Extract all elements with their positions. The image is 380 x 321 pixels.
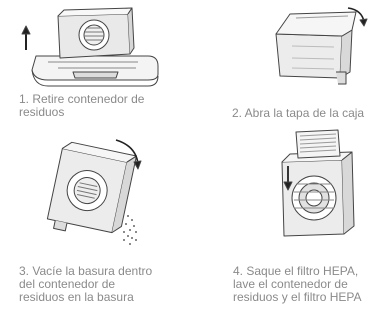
step-caption: 1. Retire contenedor de residuos [19, 92, 145, 119]
bin-open-lid-icon [260, 6, 370, 86]
step-caption: 2. Abra la tapa de la caja [232, 106, 365, 120]
step-caption: 4. Saque el filtro HEPA, lave el contene… [233, 264, 362, 304]
robot-dock-remove-bin-icon [18, 6, 168, 88]
step-caption: 3. Vacíe la basura dentro del contenedor… [19, 264, 153, 304]
hepa-filter-remove-icon [268, 126, 368, 244]
bin-empty-trash-icon [40, 136, 150, 246]
